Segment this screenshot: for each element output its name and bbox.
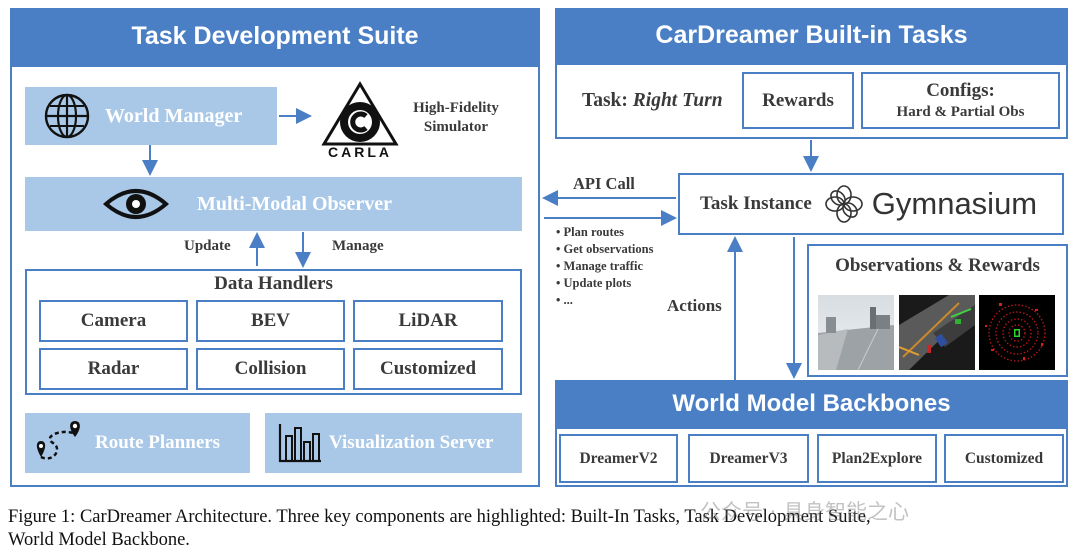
handler-radar: Radar — [39, 348, 188, 390]
carla-text: CARLA — [328, 144, 392, 160]
route-icon — [33, 419, 85, 467]
task-instance-box: Task Instance Gymnasium — [678, 173, 1064, 235]
bullet-item: • ... — [556, 293, 573, 307]
handler-collision: Collision — [196, 348, 345, 390]
task-name: Right Turn — [632, 90, 723, 111]
bev-observation-image — [898, 295, 975, 370]
backbone-plan2explore: Plan2Explore — [817, 434, 937, 483]
observer-box: Multi-Modal Observer — [25, 177, 522, 231]
route-planners-label: Route Planners — [95, 432, 221, 453]
route-planners-box: Route Planners — [25, 413, 250, 473]
configs-sub: Hard & Partial Obs — [896, 103, 1025, 120]
task-label: Task: Right Turn — [582, 90, 723, 112]
handler-label: BEV — [250, 310, 291, 331]
tds-header: Task Development Suite — [10, 8, 540, 65]
caption-line2: World Model Backbone. — [8, 530, 190, 550]
bar-chart-icon — [277, 422, 323, 464]
builtin-header: CarDreamer Built-in Tasks — [555, 8, 1068, 63]
configs-box: Configs: Hard & Partial Obs — [861, 72, 1060, 129]
world-manager-label: World Manager — [105, 104, 243, 127]
backbones-header: World Model Backbones — [555, 380, 1068, 427]
observations-title: Observations & Rewards — [835, 255, 1040, 276]
rewards-label: Rewards — [762, 89, 834, 111]
api-bullets: • Plan routes • Get observations • Manag… — [556, 224, 653, 309]
task-prefix: Task: — [582, 90, 628, 111]
bullet-item: • Get observations — [556, 242, 654, 256]
backbones-title: World Model Backbones — [672, 389, 951, 417]
viz-server-label: Visualization Server — [329, 432, 494, 453]
handler-lidar: LiDAR — [353, 300, 503, 342]
viz-server-box: Visualization Server — [265, 413, 522, 473]
observer-label: Multi-Modal Observer — [197, 192, 392, 215]
tds-title: Task Development Suite — [131, 22, 419, 50]
rewards-box: Rewards — [742, 72, 854, 129]
handler-bev: BEV — [196, 300, 345, 342]
camera-observation-image — [818, 295, 894, 371]
watermark: 公众号 · 具身智能之心 — [700, 500, 910, 524]
world-manager-box: World Manager — [25, 87, 277, 145]
backbone-dreamerv3: DreamerV3 — [688, 434, 809, 483]
simulator-line1: High-Fidelity — [413, 100, 499, 116]
simulator-label: High-Fidelity Simulator — [404, 99, 508, 137]
handler-customized: Customized — [353, 348, 503, 390]
bullet-item: • Plan routes — [556, 225, 625, 239]
actions-label: Actions — [667, 296, 722, 315]
handler-label: Radar — [87, 358, 140, 379]
data-handlers-title: Data Handlers — [214, 273, 333, 294]
handler-label: Collision — [234, 358, 307, 379]
configs-title: Configs: — [926, 79, 995, 101]
manage-label: Manage — [332, 238, 384, 254]
globe-icon — [43, 92, 91, 140]
update-label: Update — [184, 238, 231, 254]
gymnasium-icon — [824, 184, 864, 224]
lidar-observation-image — [979, 295, 1055, 370]
handler-label: Customized — [379, 358, 477, 379]
figure-caption: Figure 1: CarDreamer Architecture. Three… — [8, 506, 1078, 552]
handler-label: Camera — [80, 310, 147, 331]
handler-camera: Camera — [39, 300, 188, 342]
api-call-label: API Call — [573, 174, 635, 193]
eye-icon — [103, 184, 169, 224]
handler-label: LiDAR — [398, 310, 458, 331]
bullet-item: • Manage traffic — [556, 259, 643, 273]
simulator-line2: Simulator — [423, 119, 489, 135]
bullet-item: • Update plots — [556, 276, 632, 290]
backbone-customized: Customized — [944, 434, 1064, 483]
gymnasium-label: Gymnasium — [871, 186, 1038, 221]
task-instance-label: Task Instance — [700, 193, 812, 214]
builtin-title: CarDreamer Built-in Tasks — [655, 21, 968, 49]
carla-logo: CARLA — [318, 80, 402, 162]
caption-line1: Figure 1: CarDreamer Architecture. Three… — [8, 507, 871, 527]
backbone-dreamerv2: DreamerV2 — [559, 434, 678, 483]
